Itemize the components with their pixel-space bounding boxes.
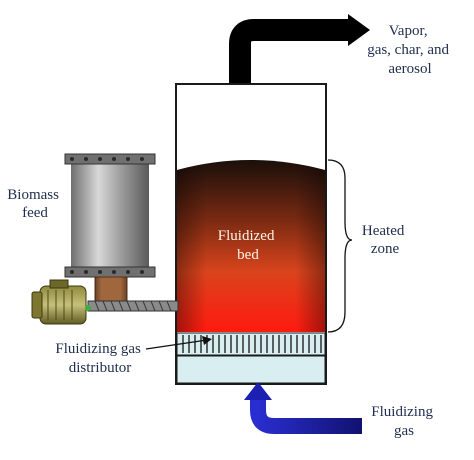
label-inlet-line2: gas <box>394 423 414 439</box>
heated-zone-brace <box>327 159 353 333</box>
reactor-vessel <box>175 83 327 385</box>
label-inlet-line1: Fluidizing <box>371 404 433 420</box>
label-biomass-line1: Biomass <box>7 187 59 203</box>
label-heated-line1: Heated <box>362 223 405 239</box>
outlet-arrow <box>229 14 370 84</box>
label-distributor-line2: distributor <box>69 360 132 376</box>
label-inlet: Fluidizing gas <box>371 404 436 439</box>
label-bed-line2: bed <box>237 247 259 263</box>
fluidized-bed <box>177 160 325 332</box>
screw-feeder <box>87 300 179 312</box>
label-heated-zone: Heated zone <box>362 223 408 257</box>
label-bed-line1: Fluidized <box>218 228 275 244</box>
label-distributor-line1: Fluidizing gas <box>55 341 141 357</box>
label-biomass-line2: feed <box>22 205 48 221</box>
label-distributor: Fluidizing gas distributor <box>55 341 144 376</box>
label-vapor: Vapor, gas, char, and aerosol <box>367 23 453 77</box>
feeder-motor <box>31 279 91 325</box>
label-vapor-line1: Vapor, <box>389 23 428 39</box>
label-vapor-line2: gas, char, and <box>367 42 449 58</box>
label-biomass: Biomass feed <box>7 187 62 221</box>
label-heated-line2: zone <box>371 241 400 257</box>
label-bed: Fluidized bed <box>218 228 278 263</box>
distributor-pointer <box>145 336 212 350</box>
gas-plenum <box>176 355 326 384</box>
label-vapor-line3: aerosol <box>388 61 431 77</box>
gas-distributor <box>176 332 326 356</box>
inlet-arrow <box>244 382 362 434</box>
biomass-hopper <box>64 153 156 308</box>
